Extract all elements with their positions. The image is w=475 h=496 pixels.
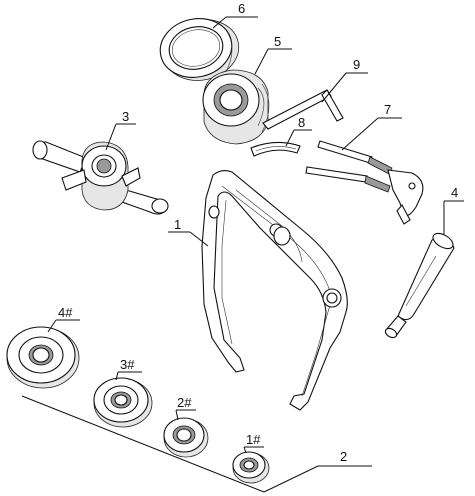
label-1-hash: 1# [246,432,261,447]
part-1-main-frame [201,169,348,411]
part-6-seal-ring [159,18,240,81]
label-9: 9 [353,57,360,72]
cone-2 [163,417,209,458]
label-2: 2 [340,449,347,464]
label-8: 8 [298,115,305,130]
label-4-hash: 4# [58,305,73,320]
part-5-pressure-cup [202,69,270,145]
cone-3 [93,377,153,428]
part-7-lever-handles [305,140,424,225]
part-2-cone-set [6,326,270,484]
part-labels: 6 5 9 7 8 3 4 1 4# 3# 2# 1# 2 [58,1,458,464]
label-1: 1 [174,217,181,232]
leader-lines [21,16,464,493]
label-5: 5 [274,34,281,49]
label-7: 7 [384,102,391,117]
cone-1 [232,451,270,484]
label-4: 4 [451,185,458,200]
label-6: 6 [238,1,245,16]
part-9-hex-key [262,89,344,130]
part-3-wing-lock-nut [32,140,169,215]
part-4-cylinder-shaft [384,232,455,339]
label-3: 3 [122,109,129,124]
label-2-hash: 2# [177,395,192,410]
part-8-arc-segment [250,141,301,157]
label-3-hash: 3# [120,357,135,372]
cone-4 [6,326,80,389]
